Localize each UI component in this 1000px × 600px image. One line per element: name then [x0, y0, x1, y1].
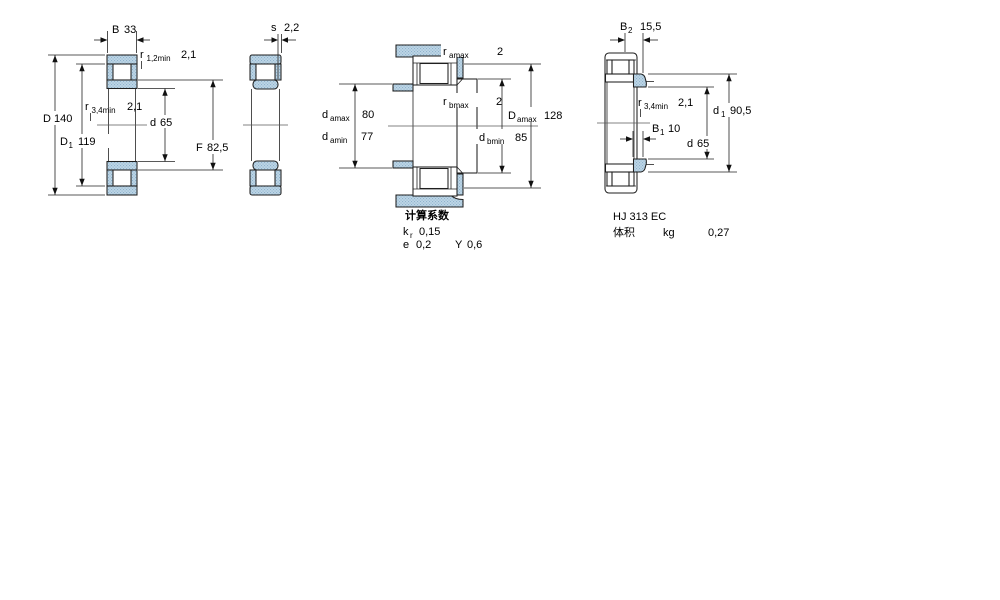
label-r34min: r 3,4min 2,1 [85, 101, 142, 121]
ramax-subscript: amax [449, 51, 469, 60]
bearing-side-view: s 2,2 [243, 22, 299, 196]
dim-F: F 82,5 [138, 79, 238, 171]
dim-s-symbol: s [271, 22, 277, 34]
angle-ring-section [632, 73, 654, 173]
dim-d-symbol: d [150, 117, 156, 129]
Y-symbol: Y [455, 239, 463, 251]
ring-r34-value: 2,1 [678, 97, 693, 109]
kr-value: 0,15 [419, 226, 440, 238]
r34-subscript: 3,4min [92, 106, 116, 115]
dim-dbmin: d bmin 85 [476, 78, 530, 174]
dim-d1-ring: d 1 90,5 [648, 73, 756, 173]
dim-Damax-value: 128 [544, 110, 562, 122]
label-r12min: r 1,2min 2,1 [140, 49, 196, 69]
dim-damax-symbol: d [322, 109, 328, 121]
bearing-cross-section-view: B 33 D 140 D 1 119 [40, 24, 238, 196]
dim-d-ring: d 65 [648, 86, 714, 160]
dim-Damax: D amax 128 [464, 63, 570, 189]
rbmax-symbol: r [443, 96, 447, 108]
r12-subscript: 1,2min [147, 54, 171, 63]
dim-B2-symbol: B [620, 21, 627, 33]
dim-dbmin-value: 85 [515, 132, 527, 144]
roller-top [112, 63, 132, 81]
dim-D1-symbol: D [60, 136, 68, 148]
dim-B1: B 1 10 [620, 123, 680, 157]
ring-designation: HJ 313 EC [613, 211, 666, 223]
ring-mass-label: 体积 [613, 225, 635, 239]
dim-B: B 33 [94, 24, 150, 53]
dim-damin-value: 77 [361, 131, 373, 143]
r34-symbol: r [85, 101, 89, 113]
dim-B-value: 33 [124, 24, 136, 36]
dim-D1-value: 119 [78, 136, 96, 148]
dim-d-value: 65 [160, 117, 172, 129]
dim-Damax-subscript: amax [517, 115, 537, 124]
dim-B1-symbol: B [652, 123, 659, 135]
angle-ring-view: B 2 15,5 B 1 10 r 3,4min 2,1 [597, 21, 756, 239]
angle-ring-data-block: HJ 313 EC 体积 kg 0,27 [613, 211, 729, 239]
kr-subscript: r [410, 231, 413, 240]
bearing1-rings [97, 54, 147, 196]
kr-symbol: k [403, 226, 409, 238]
label-ramax: r amax 2 [441, 44, 505, 60]
ring-d-value: 65 [697, 138, 709, 150]
dim-Damax-symbol: D [508, 110, 516, 122]
rbmax-subscript: bmax [449, 101, 469, 110]
ring-d1-subscript: 1 [721, 110, 726, 119]
ring-mass-value: 0,27 [708, 227, 729, 239]
bearing2-rings [243, 54, 288, 196]
dim-B-symbol: B [112, 24, 119, 36]
dim-s-value: 2,2 [284, 22, 299, 34]
dim-dbmin-symbol: d [479, 132, 485, 144]
e-symbol: e [403, 239, 409, 251]
dim-D: D 140 [40, 54, 105, 196]
ring-mass-unit: kg [663, 227, 675, 239]
dim-s: s 2,2 [264, 22, 299, 79]
dim-D-symbol: D [43, 113, 51, 125]
calc-factors-title: 计算系数 [405, 208, 450, 222]
ring-r34-subscript: 3,4min [644, 102, 668, 111]
mounting-dimensions-view: d amax 80 d amin 77 r amax 2 r bmax 2 d [322, 44, 570, 208]
dim-D1: D 1 119 [57, 63, 109, 187]
dim-dbmin-subscript: bmin [487, 137, 504, 146]
ring-r34-symbol: r [638, 97, 642, 109]
ring-d1-value: 90,5 [730, 105, 751, 117]
ramax-value: 2 [497, 46, 503, 58]
dim-B1-value: 10 [668, 123, 680, 135]
dim-B2-value: 15,5 [640, 21, 661, 33]
r12-symbol: r [140, 49, 144, 61]
dim-damax-value: 80 [362, 109, 374, 121]
dim-da: d amax 80 d amin 77 [322, 83, 392, 169]
r12-value: 2,1 [181, 49, 196, 61]
dim-B2-subscript: 2 [628, 26, 633, 35]
e-value: 0,2 [416, 239, 431, 251]
Y-value: 0,6 [467, 239, 482, 251]
dim-F-value: 82,5 [207, 142, 228, 154]
dim-damax-subscript: amax [330, 114, 350, 123]
r34-value: 2,1 [127, 101, 142, 113]
ring-d-symbol: d [687, 138, 693, 150]
ring-d1-symbol: d [713, 105, 719, 117]
dim-damin-subscript: amin [330, 136, 347, 145]
dim-F-symbol: F [196, 142, 203, 154]
ramax-symbol: r [443, 46, 447, 58]
dim-B2: B 2 15,5 [610, 21, 661, 73]
dim-d: d 65 [138, 88, 180, 162]
label-r34min-ring: r 3,4min 2,1 [638, 97, 693, 117]
dim-D-value: 140 [54, 113, 72, 125]
bearing3-outline [412, 55, 458, 197]
calculation-factors-block: 计算系数 k r 0,15 e 0,2 Y 0,6 [403, 208, 482, 251]
dim-D1-subscript: 1 [69, 141, 74, 150]
roller-bottom [112, 169, 132, 187]
dim-damin-symbol: d [322, 131, 328, 143]
label-rbmax: r bmax 2 [441, 93, 504, 110]
dim-B1-subscript: 1 [660, 128, 665, 137]
rbmax-value: 2 [496, 96, 502, 108]
